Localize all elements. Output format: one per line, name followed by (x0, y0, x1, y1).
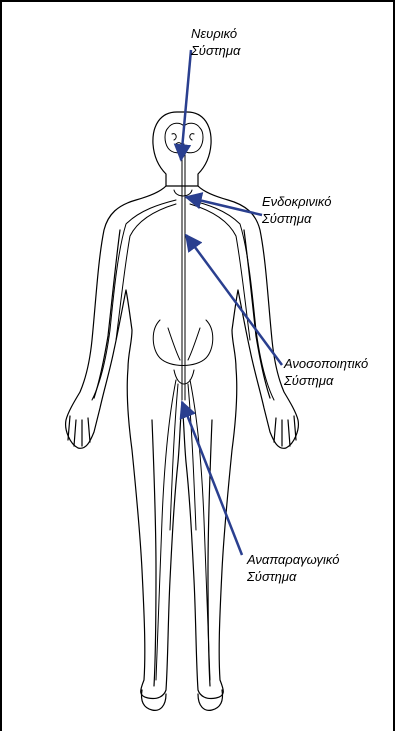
left-foot (141, 690, 166, 710)
label-immune-system: Ανοσοποιητικό Σύστημα (284, 355, 368, 389)
pointer-arrows (181, 50, 282, 555)
label-nervous-line1: Νευρικό (191, 25, 240, 42)
label-immune-line1: Ανοσοποιητικό (284, 355, 368, 372)
right-foot (198, 690, 223, 710)
left-leg-nerves (156, 380, 178, 680)
left-leg-line (152, 420, 156, 686)
label-nervous-system: Νευρικό Σύστημα (191, 25, 240, 59)
left-inner-arm-line (94, 230, 120, 398)
abdomen (153, 320, 213, 384)
label-endocrine-line2: Σύστημα (262, 210, 331, 227)
label-endocrine-system: Ενδοκρινικό Σύστημα (262, 193, 331, 227)
label-nervous-line2: Σύστημα (191, 42, 240, 59)
spinal-cord (182, 152, 185, 400)
label-immune-line2: Σύστημα (284, 372, 368, 389)
right-arm-nerves (190, 200, 274, 400)
thyroid (174, 190, 192, 196)
arrow-nervous (181, 50, 191, 160)
label-reproductive-system: Αναπαραγωγικό Σύστημα (247, 551, 340, 585)
label-reproductive-line2: Σύστημα (247, 568, 340, 585)
label-reproductive-line1: Αναπαραγωγικό (247, 551, 340, 568)
label-endocrine-line1: Ενδοκρινικό (262, 193, 331, 210)
left-torso-arm-outline (66, 186, 182, 699)
right-inner-arm-line (244, 230, 270, 398)
